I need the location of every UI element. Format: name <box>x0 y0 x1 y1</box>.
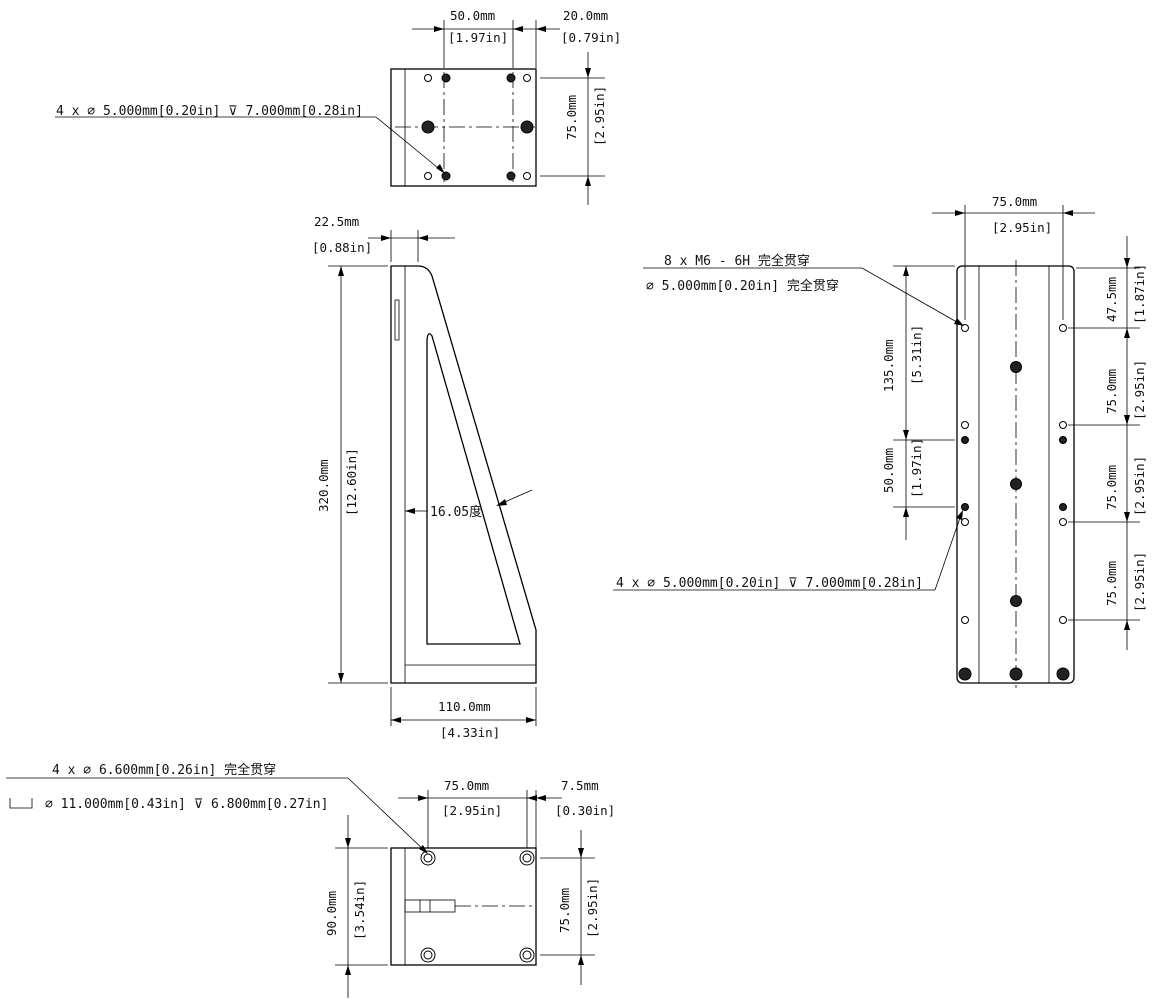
dim-text: [2.95in] <box>1132 456 1147 516</box>
hole <box>1059 518 1067 526</box>
hole <box>1059 436 1067 444</box>
bottom-view: 4 x ∅ 6.600mm[0.26in] 完全贯穿 ∅ 11.000mm[0.… <box>6 762 615 998</box>
hole <box>506 73 516 83</box>
dim-text: [5.31in] <box>909 325 924 385</box>
hole <box>958 667 972 681</box>
hole <box>506 171 516 181</box>
hole <box>421 120 435 134</box>
hole <box>522 853 532 863</box>
dim-text: 320.0mm <box>316 459 331 512</box>
dim-text: [0.79in] <box>561 30 621 45</box>
front-view: 75.0mm [2.95in] 8 x M6 - 6H 完全贯穿 ∅ 5.000… <box>613 194 1147 690</box>
angle-text: 16.05度 <box>430 504 482 520</box>
dim-text: [2.95in] <box>1132 360 1147 420</box>
dim-text: 90.0mm <box>324 891 339 936</box>
hole <box>1010 595 1022 607</box>
bottom-view-outline <box>390 847 537 966</box>
dim-text: [2.95in] <box>592 86 607 146</box>
hole <box>1010 361 1022 373</box>
hole <box>520 120 534 134</box>
side-view: 22.5mm [0.88in] 320.0mm [12.60in] 16.05度… <box>312 214 537 740</box>
hole <box>1059 616 1067 624</box>
dim-text: [0.88in] <box>312 240 372 255</box>
hole <box>424 172 432 180</box>
hole <box>1059 503 1067 511</box>
hole-callout: ∅ 11.000mm[0.43in] ⊽ 6.800mm[0.27in] <box>45 797 328 812</box>
hole-callout: 4 x ∅ 6.600mm[0.26in] 完全贯穿 <box>52 762 276 778</box>
dim-text: 135.0mm <box>881 339 896 392</box>
hole <box>1059 421 1067 429</box>
front-view-outline <box>956 265 1075 684</box>
dim-text: [2.95in] <box>1132 552 1147 612</box>
dim-text: [2.95in] <box>585 878 600 938</box>
dim-text: [1.97in] <box>448 30 508 45</box>
dim-text: [1.97in] <box>909 438 924 498</box>
hole <box>424 74 432 82</box>
hole <box>441 171 451 181</box>
hole <box>1056 667 1070 681</box>
top-view: 50.0mm [1.97in] 20.0mm [0.79in] 75.0mm [… <box>55 8 621 205</box>
hole <box>1009 667 1023 681</box>
dim-text: 75.0mm <box>1104 369 1119 414</box>
hole <box>522 950 532 960</box>
hole <box>1010 478 1022 490</box>
dim-text: 75.0mm <box>564 95 579 140</box>
dim-text: 110.0mm <box>438 699 491 714</box>
dim-text: 75.0mm <box>557 888 572 933</box>
dim-text: 75.0mm <box>1104 561 1119 606</box>
top-view-outline <box>390 68 537 187</box>
hole-callout: 4 x ∅ 5.000mm[0.20in] ⊽ 7.000mm[0.28in] <box>56 104 363 119</box>
dim-text: 47.5mm <box>1104 277 1119 322</box>
hole <box>423 853 433 863</box>
dim-text: 75.0mm <box>992 194 1037 209</box>
hole <box>441 73 451 83</box>
hole <box>961 324 969 332</box>
hole <box>961 616 969 624</box>
hole <box>1059 324 1067 332</box>
dim-text: 75.0mm <box>1104 465 1119 510</box>
hole <box>961 436 969 444</box>
dim-text: 50.0mm <box>881 448 896 493</box>
dim-text: 7.5mm <box>561 778 599 793</box>
dim-text: [2.95in] <box>992 220 1052 235</box>
dim-text: 75.0mm <box>444 778 489 793</box>
thread-callout: ∅ 5.000mm[0.20in] 完全贯穿 <box>646 278 839 294</box>
hole <box>961 503 969 511</box>
side-view-outline <box>390 265 537 684</box>
hole <box>523 172 531 180</box>
hole <box>961 421 969 429</box>
hole-callout: 4 x ∅ 5.000mm[0.20in] ⊽ 7.000mm[0.28in] <box>616 576 923 591</box>
dim-text: [0.30in] <box>555 803 615 818</box>
dim-text: [1.87in] <box>1132 264 1147 324</box>
dim-text: [4.33in] <box>440 725 500 740</box>
dim-text: [2.95in] <box>442 803 502 818</box>
dim-text: 50.0mm <box>450 8 495 23</box>
dim-text: [3.54in] <box>352 880 367 940</box>
dim-text: 22.5mm <box>314 214 359 229</box>
thread-callout: 8 x M6 - 6H 完全贯穿 <box>664 253 810 269</box>
hole <box>961 518 969 526</box>
hole <box>423 950 433 960</box>
dim-text: 20.0mm <box>563 8 608 23</box>
hole <box>523 74 531 82</box>
dim-text: [12.60in] <box>344 448 359 516</box>
